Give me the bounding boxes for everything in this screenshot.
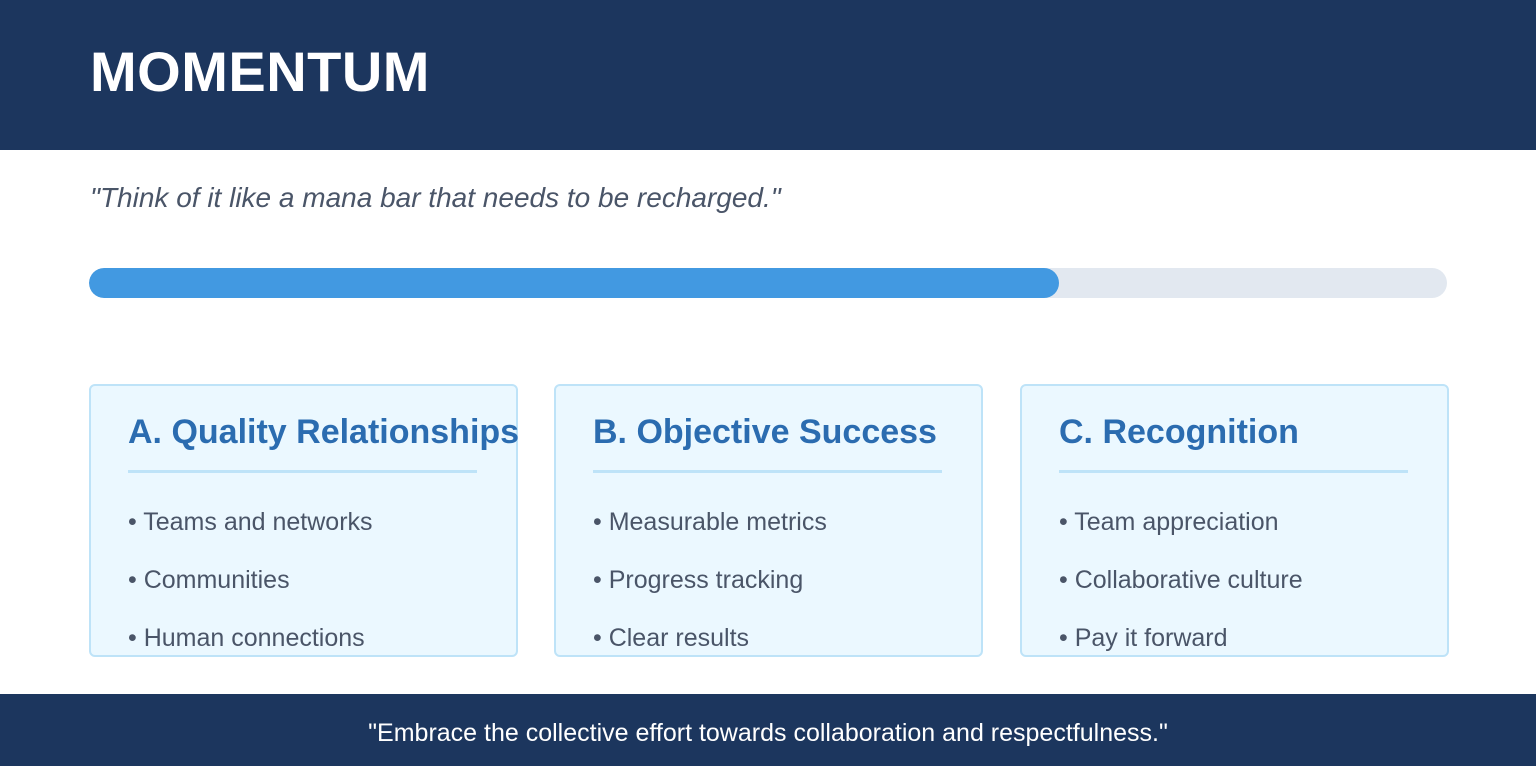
card-objective-success: B. Objective Success • Measurable metric…	[554, 384, 983, 657]
card-recognition: C. Recognition • Team appreciation • Col…	[1020, 384, 1449, 657]
card-divider	[593, 470, 942, 473]
card-divider	[128, 470, 477, 473]
list-item: • Teams and networks	[128, 508, 373, 536]
mana-progress-fill	[89, 268, 1059, 298]
footer-banner: "Embrace the collective effort towards c…	[0, 694, 1536, 766]
list-item: • Collaborative culture	[1059, 566, 1303, 594]
card-divider	[1059, 470, 1408, 473]
card-title: C. Recognition	[1059, 413, 1299, 451]
list-item: • Pay it forward	[1059, 624, 1228, 652]
header-banner: MOMENTUM	[0, 0, 1536, 150]
list-item: • Clear results	[593, 624, 750, 652]
card-quality-relationships: A. Quality Relationships • Teams and net…	[89, 384, 520, 657]
card-title: B. Objective Success	[593, 413, 937, 451]
quote-text: "Think of it like a mana bar that needs …	[90, 182, 781, 213]
mana-progress-bar	[89, 268, 1447, 298]
footer-quote: "Embrace the collective effort towards c…	[368, 719, 1168, 747]
list-item: • Human connections	[128, 624, 365, 652]
list-item: • Communities	[128, 566, 290, 594]
list-item: • Progress tracking	[593, 566, 804, 594]
list-item: • Measurable metrics	[593, 508, 827, 536]
page-title: MOMENTUM	[90, 40, 430, 103]
card-title: A. Quality Relationships	[128, 413, 520, 451]
list-item: • Team appreciation	[1059, 508, 1279, 536]
